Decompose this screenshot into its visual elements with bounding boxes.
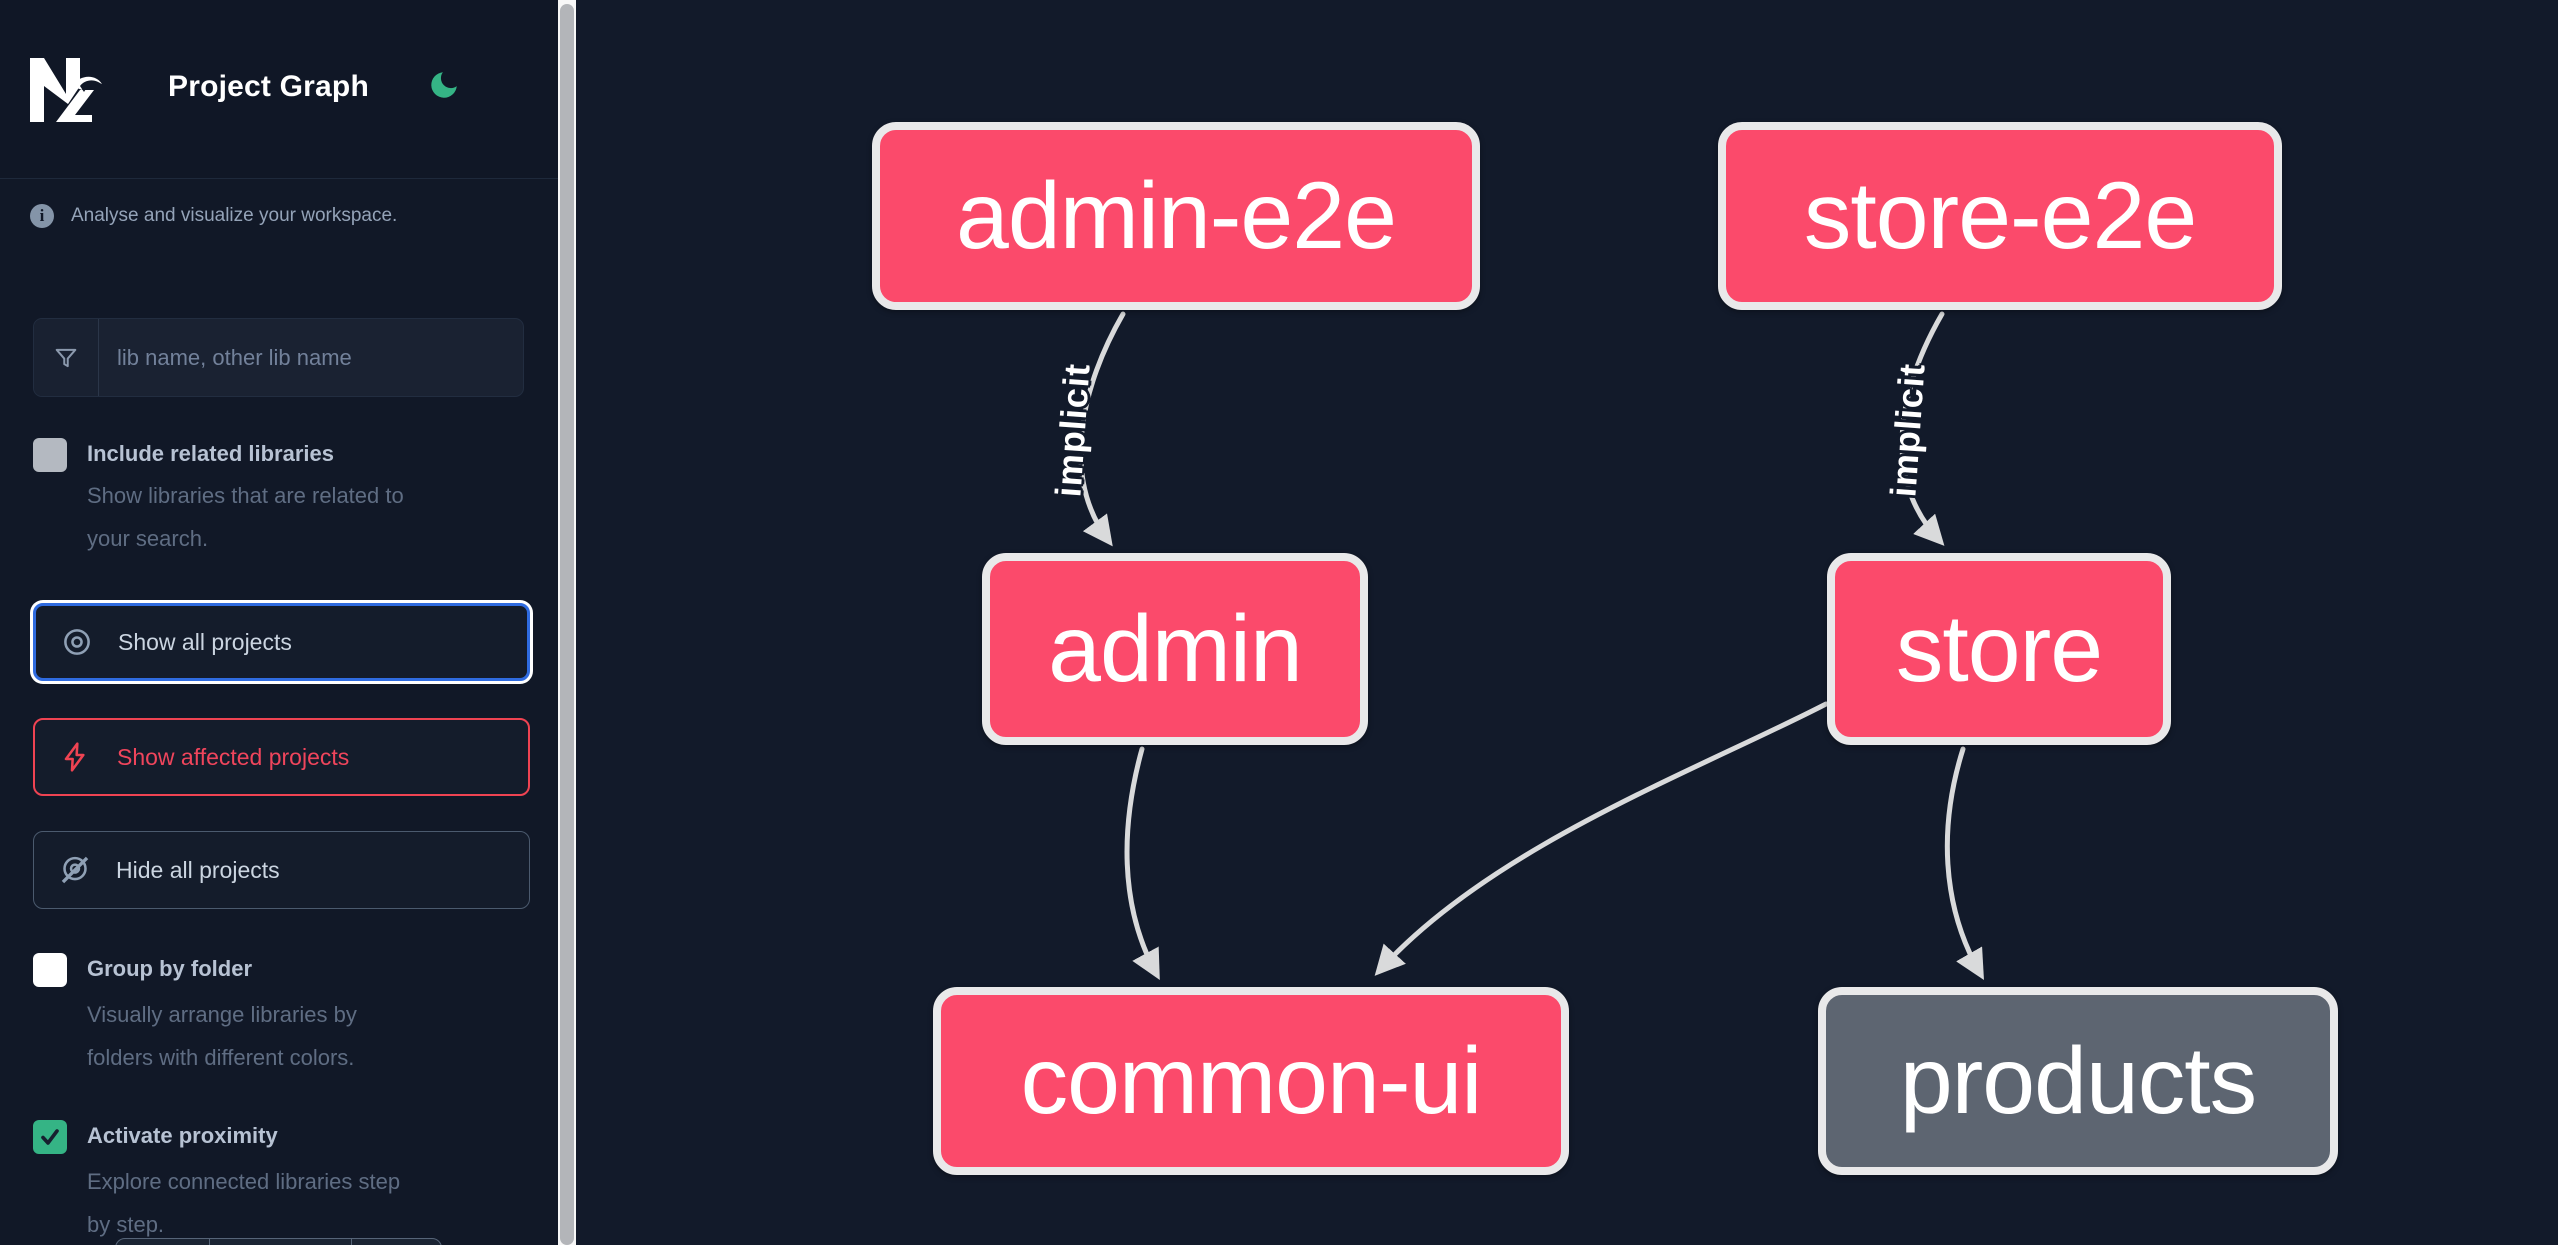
checkbox-activate-proximity[interactable] [33, 1120, 67, 1154]
edge-label-implicit: implicit [1047, 361, 1098, 499]
graph-node-products[interactable]: products [1818, 987, 2338, 1175]
checkbox-group-by-folder[interactable] [33, 953, 67, 987]
workspace-info: i Analyse and visualize your workspace. [30, 204, 397, 228]
edge-label-implicit: implicit [1882, 361, 1933, 499]
toggle-include-related: Include related libraries Show libraries… [33, 438, 533, 551]
toggle-label: Include related libraries [87, 441, 334, 466]
search-input[interactable] [99, 319, 523, 396]
sidebar-scrollbar-thumb[interactable] [560, 4, 574, 1245]
toggle-label: Group by folder [87, 956, 252, 981]
edge-store-common-ui [1374, 701, 1829, 976]
toggle-group-by-folder: Group by folder Visually arrange librari… [33, 953, 533, 1075]
dark-mode-toggle[interactable] [424, 66, 464, 106]
toggle-desc: Explore connected libraries step by step… [87, 1169, 401, 1237]
graph-node-admin[interactable]: admin [982, 553, 1368, 745]
show-affected-projects-button[interactable]: Show affected projects [33, 718, 530, 796]
info-icon: i [30, 204, 54, 228]
divider [0, 178, 558, 179]
checkbox-include-related[interactable] [33, 438, 67, 472]
bolt-icon [35, 741, 117, 773]
filter-box [33, 318, 524, 397]
funnel-icon [34, 319, 99, 396]
proximity-stepper-partial[interactable] [115, 1238, 442, 1245]
toggle-desc: Show libraries that are related to your … [87, 483, 404, 551]
edge-store-products [1944, 746, 1984, 980]
tagline: Analyse and visualize your workspace. [71, 205, 398, 226]
graph-node-common-ui[interactable]: common-ui [933, 987, 1569, 1175]
sidebar: Project Graph i Analyse and visualize yo… [0, 0, 558, 1245]
page-title: Project Graph [168, 70, 369, 103]
eye-icon [36, 625, 118, 659]
sidebar-scrollbar-track[interactable] [558, 0, 576, 1245]
toggle-label: Activate proximity [87, 1123, 278, 1148]
hide-all-projects-button[interactable]: Hide all projects [33, 831, 530, 909]
toggle-desc: Visually arrange libraries by folders wi… [87, 1002, 357, 1070]
sidebar-header: Project Graph [0, 0, 558, 178]
edge-admin-common-ui [1124, 746, 1160, 981]
eye-off-icon [34, 853, 116, 887]
show-all-projects-button[interactable]: Show all projects [33, 603, 530, 681]
moon-icon [431, 71, 457, 98]
check-icon [41, 1129, 59, 1145]
graph-canvas[interactable]: implicit implicit admin-e2e store-e2e ad… [576, 0, 2558, 1245]
graph-node-store-e2e[interactable]: store-e2e [1718, 122, 2282, 310]
toggle-activate-proximity: Activate proximity Explore connected lib… [33, 1120, 533, 1245]
graph-node-admin-e2e[interactable]: admin-e2e [872, 122, 1480, 310]
nx-logo-icon [30, 58, 103, 122]
graph-node-store[interactable]: store [1827, 553, 2171, 745]
